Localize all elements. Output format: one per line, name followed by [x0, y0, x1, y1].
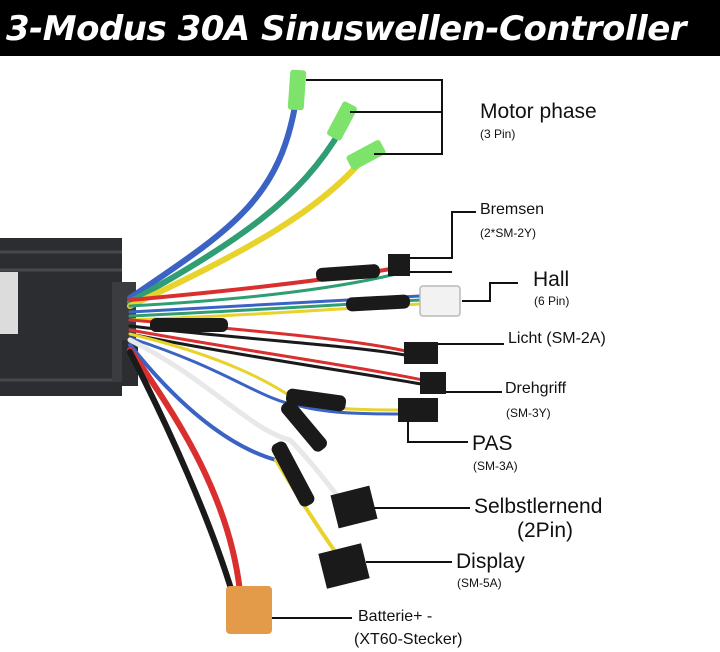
pas-connector	[398, 398, 438, 422]
hall-connector	[419, 285, 461, 317]
throttle-connector	[420, 372, 446, 394]
brakes-spec: (2*SM-2Y)	[480, 226, 537, 240]
pas-label: PAS	[472, 432, 513, 455]
brakes-label: Bremsen	[480, 201, 545, 218]
motor-phase-terminals	[287, 69, 386, 170]
display-label: Display	[456, 550, 525, 573]
throttle-label: Drehgriff	[505, 380, 567, 397]
yellow-phase-wire	[127, 155, 367, 309]
motor-phase-label: Motor phase	[480, 100, 597, 123]
motor-phase-spec: (3 Pin)	[480, 127, 516, 141]
battery-xt60-plug	[226, 586, 272, 634]
self-learning-label: Selbstlernend	[474, 495, 603, 518]
pas-spec: (SM-3A)	[473, 459, 518, 473]
battery-black-wire	[127, 349, 235, 595]
self-learning-spec: (2Pin)	[517, 519, 574, 542]
battery-label: Batterie+ -	[358, 608, 433, 625]
green-phase-wire	[127, 125, 345, 305]
brake-connector	[388, 254, 410, 276]
display-connector	[318, 543, 370, 589]
blue-phase-wire	[127, 97, 299, 301]
battery-red-wire	[127, 347, 243, 595]
light-connector	[404, 342, 438, 364]
self-learning-connector	[330, 485, 378, 529]
controller-housing	[0, 238, 138, 396]
wire-bundle	[127, 97, 434, 595]
battery-spec: (XT60-Stecker)	[354, 631, 463, 648]
sleeves	[150, 264, 411, 507]
title-banner: 3-Modus 30A Sinuswellen-Controller	[0, 0, 720, 56]
light-label: Licht (SM-2A)	[508, 330, 606, 347]
page-title: 3-Modus 30A Sinuswellen-Controller	[6, 9, 687, 49]
controller-illustration	[0, 69, 518, 634]
hall-spec: (6 Pin)	[534, 294, 570, 308]
throttle-spec: (SM-3Y)	[506, 406, 551, 420]
callout-lines	[272, 79, 518, 619]
display-spec: (SM-5A)	[457, 576, 502, 590]
connectors	[226, 254, 461, 634]
hall-label: Hall	[533, 268, 570, 291]
